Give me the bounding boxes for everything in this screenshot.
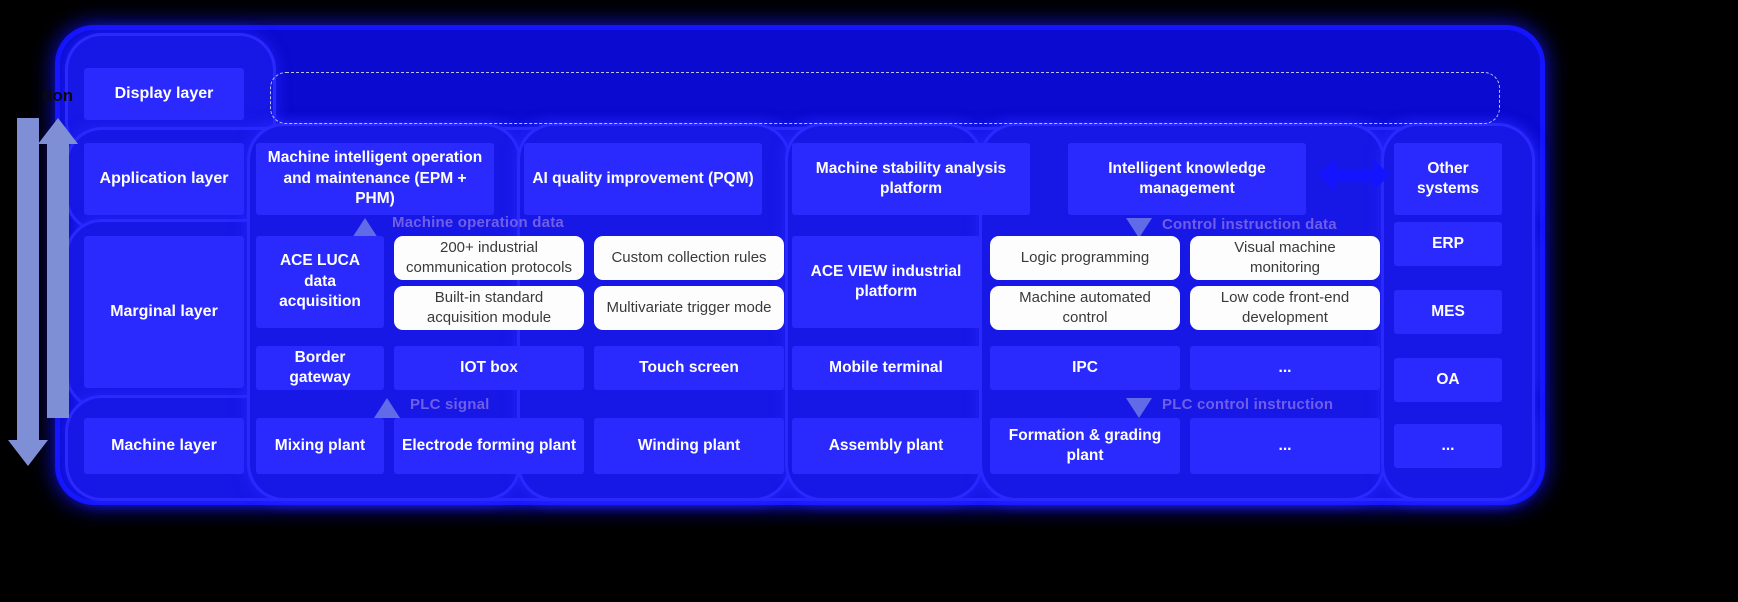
gateway-touch-screen[interactable]: Touch screen — [594, 346, 784, 390]
machine-formation-grading[interactable]: Formation & grading plant — [990, 418, 1180, 474]
gateway-ipc[interactable]: IPC — [990, 346, 1180, 390]
machine-mixing-plant[interactable]: Mixing plant — [256, 418, 384, 474]
left-down-arrow — [6, 118, 50, 466]
plc-signal-arrow — [374, 398, 400, 418]
marginal-card-protocols[interactable]: 200+ industrial communication protocols — [394, 236, 584, 280]
right-column-mes[interactable]: MES — [1394, 290, 1502, 334]
marginal-card-acquisition-module[interactable]: Built-in standard acquisition module — [394, 286, 584, 330]
right-column-more[interactable]: ... — [1394, 424, 1502, 468]
marginal-card-automated-control[interactable]: Machine automated control — [990, 286, 1180, 330]
app-item-ai-quality[interactable]: AI quality improvement (PQM) — [524, 143, 762, 215]
marginal-ace-luca[interactable]: ACE LUCA data acquisition — [256, 236, 384, 328]
marginal-ace-view[interactable]: ACE VIEW industrial platform — [792, 236, 980, 328]
machine-electrode-forming[interactable]: Electrode forming plant — [394, 418, 584, 474]
layer-label-application: Application layer — [84, 143, 244, 215]
flow-label-plc-signal: PLC signal — [410, 396, 490, 413]
flow-label-plc-control-instruction: PLC control instruction — [1162, 396, 1334, 413]
marginal-card-trigger-mode[interactable]: Multivariate trigger mode — [594, 286, 784, 330]
application-layer-text: Application layer — [99, 170, 229, 188]
right-column-erp[interactable]: ERP — [1394, 222, 1502, 266]
display-dashed-area — [270, 72, 1500, 124]
control-instruction-data-arrow — [1126, 218, 1152, 238]
plc-control-instruction-arrow — [1126, 398, 1152, 418]
layer-label-marginal: Marginal layer — [84, 236, 244, 388]
flow-label-machine-operation-data: Machine operation data — [392, 214, 564, 231]
machine-winding-plant[interactable]: Winding plant — [594, 418, 784, 474]
machine-operation-data-arrow — [352, 218, 378, 238]
layer-label-machine: Machine layer — [84, 418, 244, 474]
left-up-arrow — [36, 118, 80, 418]
marginal-card-collection-rules[interactable]: Custom collection rules — [594, 236, 784, 280]
gateway-iot-box[interactable]: IOT box — [394, 346, 584, 390]
machine-assembly-plant[interactable]: Assembly plant — [792, 418, 980, 474]
app-item-epm-phm[interactable]: Machine intelligent operation and mainte… — [256, 143, 494, 215]
side-partial-label: tion — [42, 86, 74, 105]
marginal-card-low-code[interactable]: Low code front-end development — [1190, 286, 1380, 330]
marginal-card-visual-monitoring[interactable]: Visual machine monitoring — [1190, 236, 1380, 280]
app-other-systems-double-arrow — [1318, 158, 1390, 192]
gateway-more[interactable]: ... — [1190, 346, 1380, 390]
gateway-border-gateway[interactable]: Border gateway — [256, 346, 384, 390]
app-item-other-systems[interactable]: Other systems — [1394, 143, 1502, 215]
flow-label-control-instruction-data: Control instruction data — [1162, 216, 1337, 233]
app-item-knowledge[interactable]: Intelligent knowledge management — [1068, 143, 1306, 215]
machine-more[interactable]: ... — [1190, 418, 1380, 474]
right-column-oa[interactable]: OA — [1394, 358, 1502, 402]
marginal-card-logic-programming[interactable]: Logic programming — [990, 236, 1180, 280]
gateway-mobile-terminal[interactable]: Mobile terminal — [792, 346, 980, 390]
app-item-stability[interactable]: Machine stability analysis platform — [792, 143, 1030, 215]
layer-label-display: Display layer — [84, 68, 244, 120]
